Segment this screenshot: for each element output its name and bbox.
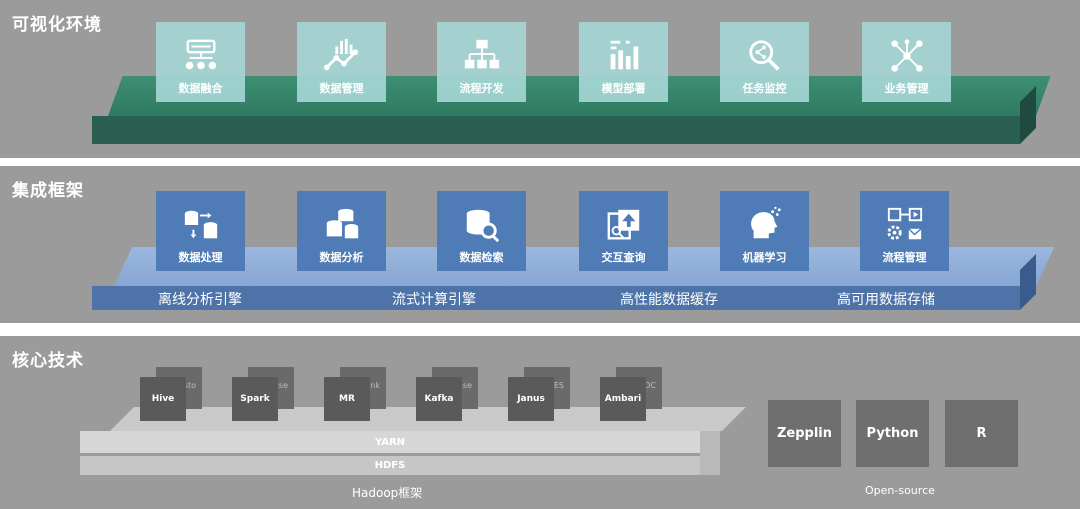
module-task-monitoring[interactable]: 任务监控 [720,22,809,102]
layer-title: 核心技术 [12,351,84,371]
yarn-layer: YARN [80,431,700,453]
bar-chart-icon [604,36,644,76]
module-label: 业务管理 [884,82,929,95]
tool-front-card: Spark [232,377,278,421]
open-source-caption: Open-source [865,484,935,497]
module-data-fusion[interactable]: 数据融合 [156,22,245,102]
network-icon [887,36,927,76]
workflow-icon [885,205,925,245]
module-label: 交互查询 [601,251,646,264]
database-search-icon [462,205,502,245]
data-fusion-icon [181,36,221,76]
engine-offline-analysis: 离线分析引擎 [158,292,242,308]
hdfs-layer: HDFS [80,456,700,475]
module-label: 数据管理 [319,82,364,95]
database-transfer-icon [181,205,221,245]
module-data-processing[interactable]: 数据处理 [156,191,245,271]
engine-high-availability-storage: 高可用数据存储 [837,292,935,308]
module-business-management[interactable]: 业务管理 [862,22,951,102]
open-source-r[interactable]: R [945,400,1018,467]
tool-ambari-dc[interactable]: DC Ambari [600,367,662,423]
module-label: 数据分析 [319,251,364,264]
screen-upload-icon [604,205,644,245]
open-source-python[interactable]: Python [856,400,929,467]
module-interactive-query[interactable]: 交互查询 [579,191,668,271]
module-data-analysis[interactable]: 数据分析 [297,191,386,271]
module-label: 数据融合 [178,82,223,95]
module-label: 流程开发 [459,82,504,95]
tool-front-card: MR [324,377,370,421]
tool-mr-flink[interactable]: Flink MR [324,367,386,423]
module-machine-learning[interactable]: 机器学习 [720,191,809,271]
module-model-deployment[interactable]: 模型部署 [579,22,668,102]
tool-front-card: Janus [508,377,554,421]
engine-high-performance-cache: 高性能数据缓存 [620,292,718,308]
module-label: 流程管理 [882,251,927,264]
tool-front-card: Hive [140,377,186,421]
tool-janus-es[interactable]: ES Janus [508,367,570,423]
module-label: 数据检索 [459,251,504,264]
module-data-retrieval[interactable]: 数据检索 [437,191,526,271]
tool-hive-presto[interactable]: Presto Hive [140,367,202,423]
tool-front-card: Kafka [416,377,462,421]
module-data-management[interactable]: 数据管理 [297,22,386,102]
yarn-platform-side [700,431,720,475]
line-chart-icon [322,36,362,76]
tool-kafka-hbase[interactable]: Hbase Kafka [416,367,478,423]
module-label: 数据处理 [178,251,223,264]
database-stack-icon [322,205,362,245]
module-label: 机器学习 [742,251,787,264]
brain-head-icon [745,205,785,245]
module-workflow-management[interactable]: 流程管理 [860,191,949,271]
layer-title: 集成框架 [12,181,84,201]
hadoop-caption: Hadoop框架 [352,486,423,500]
engine-stream-computing: 流式计算引擎 [392,292,476,308]
search-share-icon [745,36,785,76]
blue-platform-front: 离线分析引擎 流式计算引擎 高性能数据缓存 高可用数据存储 [92,286,1020,310]
module-label: 任务监控 [742,82,787,95]
module-flow-development[interactable]: 流程开发 [437,22,526,102]
tool-spark-house[interactable]: House Spark [232,367,294,423]
layer-title: 可视化环境 [12,15,102,35]
flow-tree-icon [462,36,502,76]
green-platform-front [92,116,1020,144]
tool-front-card: Ambari [600,377,646,421]
module-label: 模型部署 [601,82,646,95]
open-source-zepplin[interactable]: Zepplin [768,400,841,467]
